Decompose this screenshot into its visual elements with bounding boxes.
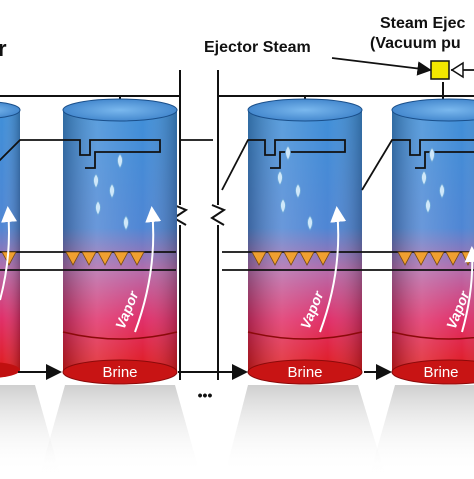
ejector-steam-line xyxy=(331,57,474,76)
vapor-arrows xyxy=(0,206,474,333)
vessel-1 xyxy=(0,101,21,378)
condenser-coils xyxy=(0,139,474,191)
brine-label-3: Brine xyxy=(287,364,322,381)
steam-ejector-label-line2: (Vacuum pu xyxy=(370,35,461,52)
steam-ejector-label-line1: Steam Ejec xyxy=(380,15,465,32)
floor-shadows xyxy=(0,385,474,474)
steam-ejector-nozzle-icon xyxy=(450,61,464,79)
diagram-title: r xyxy=(0,36,7,61)
stage-ellipsis: ••• xyxy=(198,387,213,403)
condensate-droplets xyxy=(93,145,445,231)
pipe-break-marks xyxy=(172,204,227,226)
brine-label-4: Brine xyxy=(423,364,458,381)
vessel-3 xyxy=(247,98,363,385)
steam-ejector-box xyxy=(430,60,450,80)
spray-nozzles xyxy=(1,251,474,266)
vessel-4 xyxy=(391,98,474,385)
brine-label-2: Brine xyxy=(102,364,137,381)
ejector-steam-label: Ejector Steam xyxy=(204,39,311,56)
